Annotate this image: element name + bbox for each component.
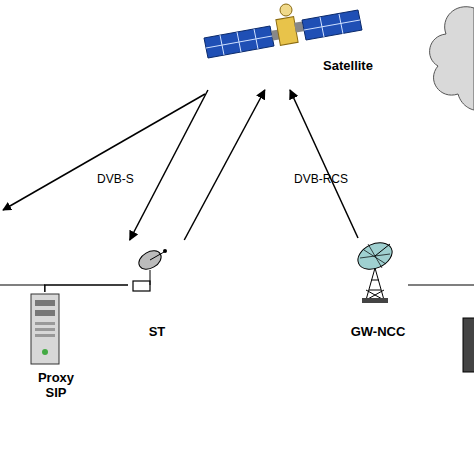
downlink-arrow xyxy=(3,94,205,210)
gateway-node: GW-NCC xyxy=(338,238,418,340)
link-arrow xyxy=(184,90,265,240)
node-icon xyxy=(25,292,65,366)
device-icon xyxy=(463,318,474,372)
cloud xyxy=(430,7,474,110)
satellite-node: Satellite xyxy=(200,0,380,90)
link-arrow xyxy=(45,285,128,292)
lan-wire xyxy=(0,284,45,285)
link-label: DVB-RCS xyxy=(294,172,348,186)
node-label: GW-NCC xyxy=(338,324,418,339)
node-label: Satellite xyxy=(318,58,378,73)
link-arrow xyxy=(290,90,358,238)
node-icon xyxy=(338,238,418,308)
link-label: DVB-S xyxy=(97,172,134,186)
terminal-node: ST xyxy=(128,240,186,340)
node-label: ST xyxy=(128,324,186,339)
lan-wire xyxy=(408,284,474,285)
server-node: Proxy SIP xyxy=(25,292,87,402)
link-arrow xyxy=(130,90,208,240)
node-icon xyxy=(128,240,186,300)
node-label: Proxy SIP xyxy=(33,370,79,400)
